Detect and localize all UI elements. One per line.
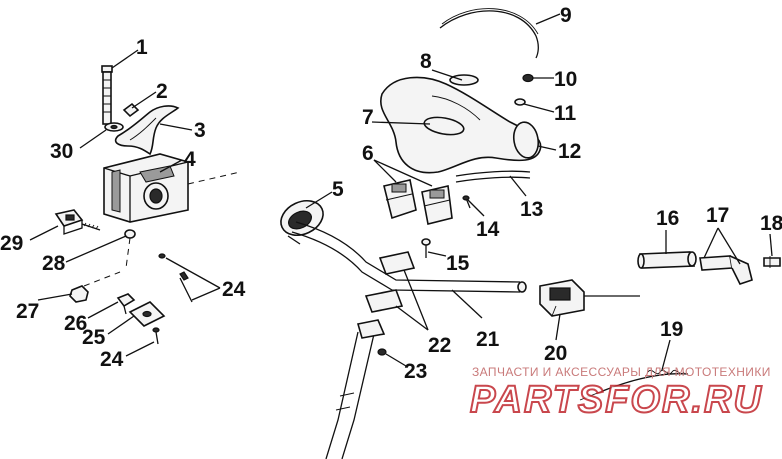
screw-part-14 [462, 195, 471, 209]
strip-part-13 [455, 170, 531, 183]
callout-18: 18 [760, 212, 782, 235]
callout-14: 14 [476, 218, 500, 241]
leader-lines [29, 13, 773, 371]
callout-29: 29 [0, 232, 23, 255]
grip-part-16 [637, 251, 697, 269]
pad-part-7-12 [380, 74, 542, 174]
callout-27: 27 [16, 300, 39, 323]
callout-8: 8 [420, 50, 432, 73]
callout-16: 16 [656, 207, 679, 230]
callout-24-bottom: 24 [100, 348, 124, 371]
bolt-part-1 [101, 65, 113, 125]
callout-10: 10 [554, 68, 577, 91]
callout-24-top: 24 [222, 278, 246, 301]
callout-22: 22 [428, 334, 451, 357]
callout-6: 6 [362, 142, 374, 165]
end-part-18 [763, 256, 781, 268]
pin-part-28 [124, 229, 136, 269]
handlebar-part-21 [291, 221, 527, 293]
callout-26: 26 [64, 312, 87, 335]
stem-post [325, 319, 386, 459]
cable-part-19 [579, 369, 689, 401]
cap-part-5 [280, 199, 324, 245]
callout-19: 19 [660, 318, 683, 341]
clip-part-26 [116, 293, 136, 315]
nut-part-27 [69, 271, 121, 303]
washer-part-30 [104, 122, 124, 132]
callout-25: 25 [82, 326, 106, 349]
cable-part-9 [439, 8, 539, 59]
callout-23: 23 [404, 360, 427, 383]
screw-part-24a [158, 253, 193, 303]
callout-5: 5 [332, 178, 344, 201]
nut-part-23 [377, 348, 387, 356]
screw-part-24b [152, 327, 160, 345]
nut-part-10 [522, 73, 534, 83]
plate-part-25 [128, 301, 166, 327]
callout-20: 20 [544, 342, 567, 365]
watermark-tagline: ЗАПЧАСТИ И АКСЕССУАРЫ ДЛЯ МОТОТЕХНИКИ [472, 365, 771, 379]
callout-28: 28 [42, 252, 66, 275]
washer-part-11 [514, 98, 526, 106]
clamp-part-22 [364, 251, 416, 313]
callout-11: 11 [554, 102, 577, 125]
watermark: ЗАПЧАСТИ И АКСЕССУАРЫ ДЛЯ МОТОТЕХНИКИ PA… [469, 365, 771, 422]
callout-12: 12 [558, 140, 581, 163]
clamp-part-6 [383, 179, 453, 225]
callout-4: 4 [184, 148, 196, 171]
callout-3: 3 [194, 119, 206, 142]
bolt-part-15 [421, 238, 431, 258]
callout-9: 9 [560, 4, 572, 27]
callout-15: 15 [446, 252, 470, 275]
grip-part-17 [699, 255, 753, 285]
switch-part-20 [539, 279, 640, 317]
callout-7: 7 [362, 106, 374, 129]
callout-labels: 1 2 3 4 5 6 7 8 9 10 11 12 13 14 15 16 1… [0, 4, 782, 383]
callout-30: 30 [50, 140, 73, 163]
callout-1: 1 [136, 36, 148, 59]
callout-21: 21 [476, 328, 500, 351]
callout-17: 17 [706, 204, 729, 227]
watermark-logo: PARTSFOR.RU [470, 379, 763, 421]
housing-part-4 [103, 153, 241, 223]
screw-part-29 [54, 209, 101, 235]
callout-2: 2 [156, 80, 168, 103]
callout-13: 13 [520, 198, 543, 221]
lever-part-3 [114, 105, 180, 156]
